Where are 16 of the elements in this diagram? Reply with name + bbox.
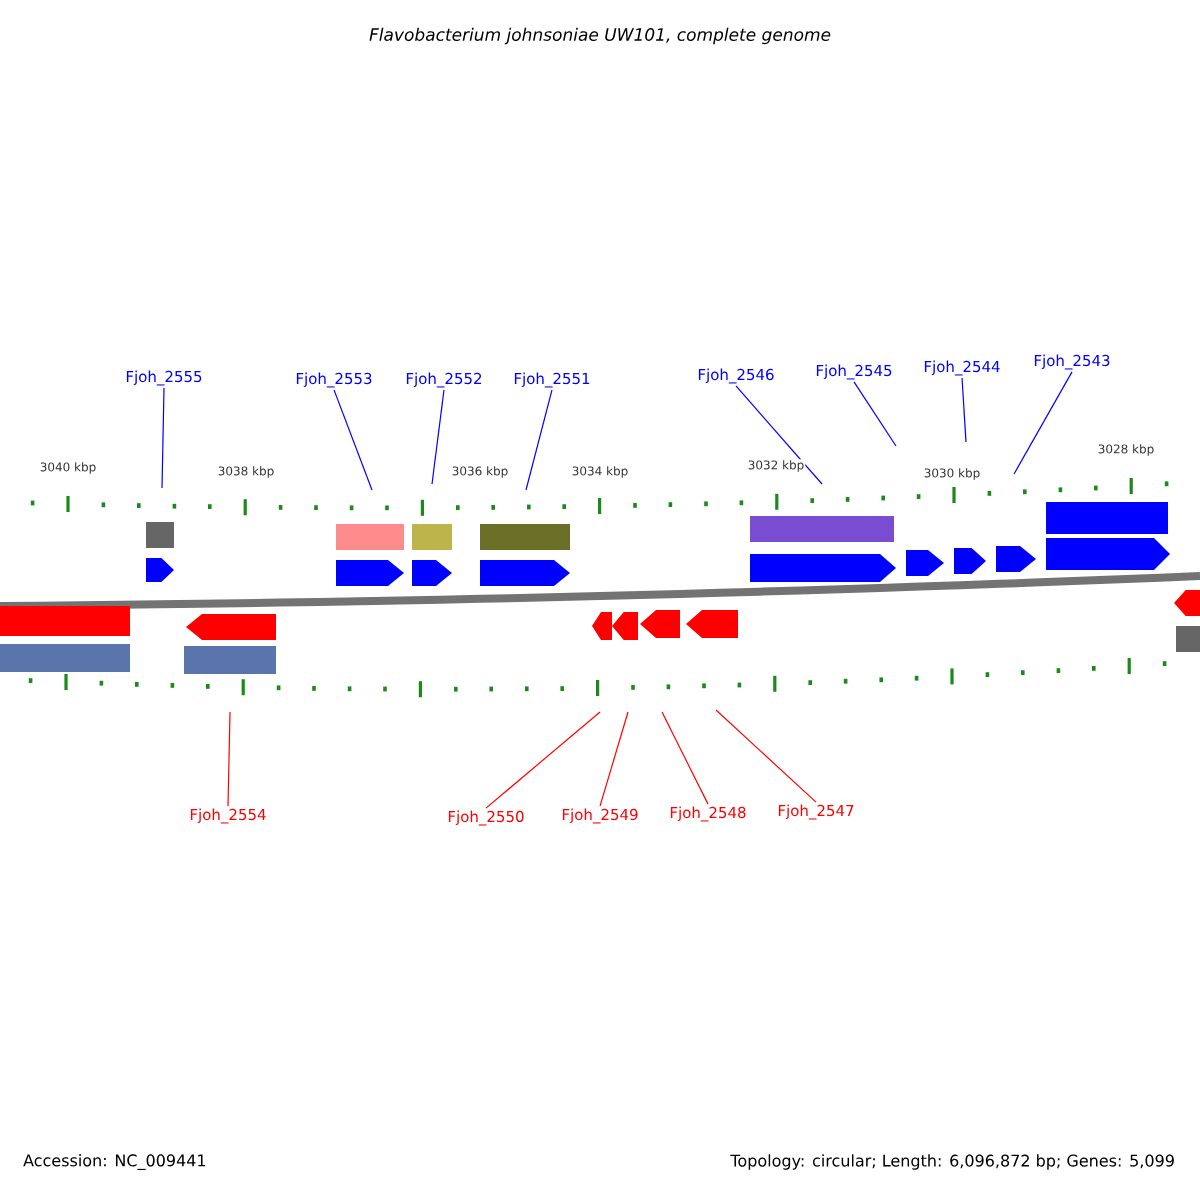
leader-line	[431, 389, 445, 485]
leader-line	[599, 711, 629, 807]
leader-line	[525, 389, 553, 491]
leader-line	[961, 377, 967, 443]
leader-line	[735, 385, 823, 485]
leader-line	[853, 381, 897, 447]
title: Flavobacterium johnsoniae UW101, complete genome	[369, 27, 831, 45]
genome-info-text: Topology: circular; Length: 6,096,872 bp; Genes: 5,099	[730, 1154, 1174, 1170]
leader-line	[661, 711, 709, 805]
accession-text: Accession: NC_009441	[23, 1154, 206, 1170]
leader-line	[227, 711, 231, 807]
leader-line	[1013, 371, 1073, 475]
leader-line	[161, 387, 165, 489]
leader-line	[333, 389, 373, 491]
leader-line	[715, 709, 817, 803]
leader-line	[485, 711, 601, 809]
